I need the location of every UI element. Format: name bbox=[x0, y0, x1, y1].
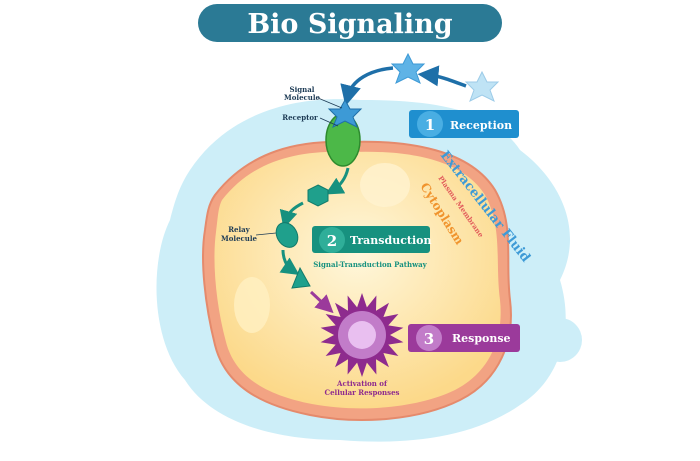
relay-molecule-label: Molecule bbox=[221, 234, 258, 243]
response-core bbox=[348, 321, 376, 349]
organelle bbox=[234, 277, 270, 333]
relay-molecule-label: Relay bbox=[228, 225, 250, 234]
title-banner: Bio Signaling bbox=[198, 4, 502, 42]
arrow bbox=[340, 66, 394, 107]
signal-molecule-star-icon bbox=[327, 98, 363, 129]
arrow bbox=[279, 201, 304, 229]
step-response: 3 Response bbox=[408, 324, 520, 352]
step-transduction: 2 Transduction bbox=[312, 226, 431, 253]
signal-molecule-label: Signal bbox=[290, 85, 315, 94]
arrow bbox=[417, 65, 467, 88]
receptor-label: Receptor bbox=[282, 113, 318, 122]
arrow bbox=[309, 290, 334, 314]
relay-molecule-hexagon-icon bbox=[307, 184, 329, 207]
signal-star-icon bbox=[390, 52, 426, 85]
organelle bbox=[360, 163, 410, 207]
step-number: 1 bbox=[425, 116, 435, 134]
page-title: Bio Signaling bbox=[247, 9, 452, 40]
fluid-bubble bbox=[538, 318, 582, 362]
activation-label: Cellular Responses bbox=[325, 388, 400, 397]
signal-molecule-label: Molecule bbox=[284, 93, 321, 102]
arrow bbox=[279, 249, 300, 275]
relay-molecule-triangle-icon bbox=[291, 266, 311, 289]
relay-molecule-icon bbox=[275, 222, 299, 248]
arrow bbox=[325, 167, 350, 195]
step-label: Reception bbox=[450, 119, 512, 132]
pathway-label: Signal-Transduction Pathway bbox=[313, 260, 427, 269]
step-label: Transduction bbox=[350, 234, 431, 247]
step-label: Response bbox=[452, 332, 511, 345]
activation-label: Activation of bbox=[336, 379, 388, 388]
step-number: 3 bbox=[424, 330, 434, 348]
step-number: 2 bbox=[327, 232, 337, 250]
signal-star-icon bbox=[464, 70, 500, 103]
step-reception: 1 Reception bbox=[409, 110, 519, 138]
